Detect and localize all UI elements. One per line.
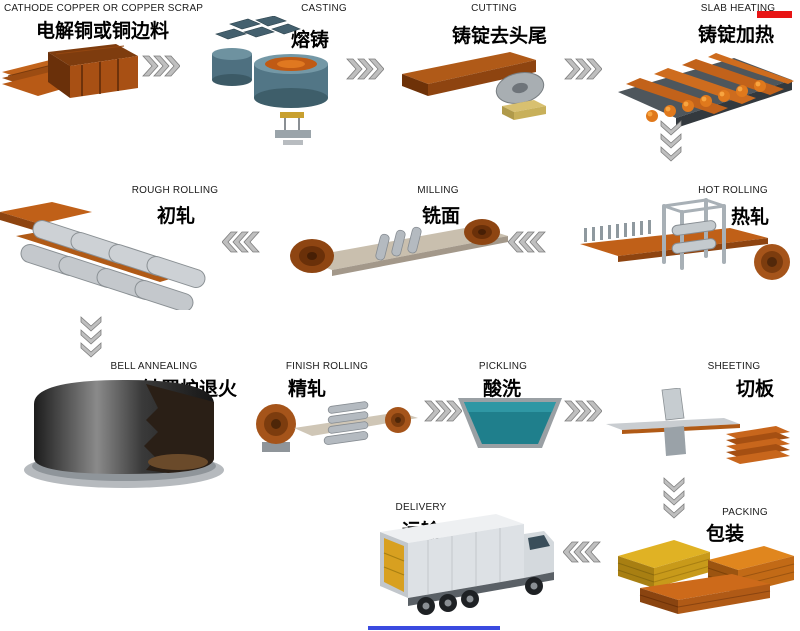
finish-rolling-illustration <box>250 388 422 468</box>
stage-label-en: PACKING <box>722 507 768 518</box>
stage-label-en: CUTTING <box>471 3 517 14</box>
flow-arrow-left-icon <box>508 231 546 253</box>
stage-label-zh: 包装 <box>706 524 745 545</box>
flow-arrow-left-icon <box>563 541 601 563</box>
flow-arrow-right-icon <box>564 58 602 80</box>
stage-label-zh: 铸锭加热 <box>698 25 775 46</box>
flow-arrow-right-icon <box>142 55 180 77</box>
stage-label-en: DELIVERY <box>395 502 447 513</box>
flow-arrow-right-icon <box>346 58 384 80</box>
stage-label-en: FINISH ROLLING <box>285 361 369 372</box>
stage-label-zh: 熔铸 <box>291 30 330 51</box>
cutting-illustration <box>398 48 563 124</box>
slab-heating-illustration <box>616 40 794 132</box>
sheeting-illustration <box>606 388 791 472</box>
red-marker <box>757 11 792 18</box>
stage-label-en: CATHODE COPPER OR COPPER SCRAP <box>4 3 204 14</box>
flow-arrow-right-icon <box>564 400 602 422</box>
flow-arrow-down-icon <box>663 477 685 519</box>
bell-annealing-illustration <box>18 370 230 492</box>
stage-label-en: BELL ANNEALING <box>110 361 198 372</box>
stage-label-en: CASTING <box>301 3 347 14</box>
cathode-copper-illustration <box>0 38 140 110</box>
stage-label-en: HOT ROLLING <box>698 185 768 196</box>
flow-arrow-left-icon <box>222 231 260 253</box>
blue-bar <box>368 626 500 630</box>
stage-label-en: MILLING <box>417 185 459 196</box>
stage-label-zh: 酸洗 <box>483 379 522 400</box>
stage-label-zh: 切板 <box>736 379 775 400</box>
flow-arrow-right-icon <box>424 400 462 422</box>
flow-arrow-down-icon <box>660 120 682 162</box>
stage-label-zh: 精轧 <box>288 379 327 400</box>
delivery-truck-illustration <box>368 506 566 626</box>
packing-illustration <box>612 522 797 628</box>
flow-arrow-down-icon <box>80 316 102 358</box>
rough-rolling-illustration <box>0 198 215 310</box>
hot-rolling-illustration <box>580 198 798 302</box>
stage-label-zh: 铣面 <box>422 206 461 227</box>
stage-label-zh: 初轧 <box>157 206 196 227</box>
casting-illustration <box>196 16 346 148</box>
stage-label-en: PICKLING <box>478 361 528 372</box>
milling-illustration <box>286 200 511 288</box>
pickling-illustration <box>458 392 562 450</box>
stage-label-en: ROUGH ROLLING <box>131 185 219 196</box>
stage-label-zh: 铸锭去头尾 <box>452 26 548 47</box>
stage-label-en: SLAB HEATING <box>700 3 776 14</box>
stage-label-zh: 电解铜或铜边料 <box>36 21 170 42</box>
stage-label-en: SHEETING <box>707 361 761 372</box>
stage-label-zh: 热轧 <box>731 207 770 228</box>
